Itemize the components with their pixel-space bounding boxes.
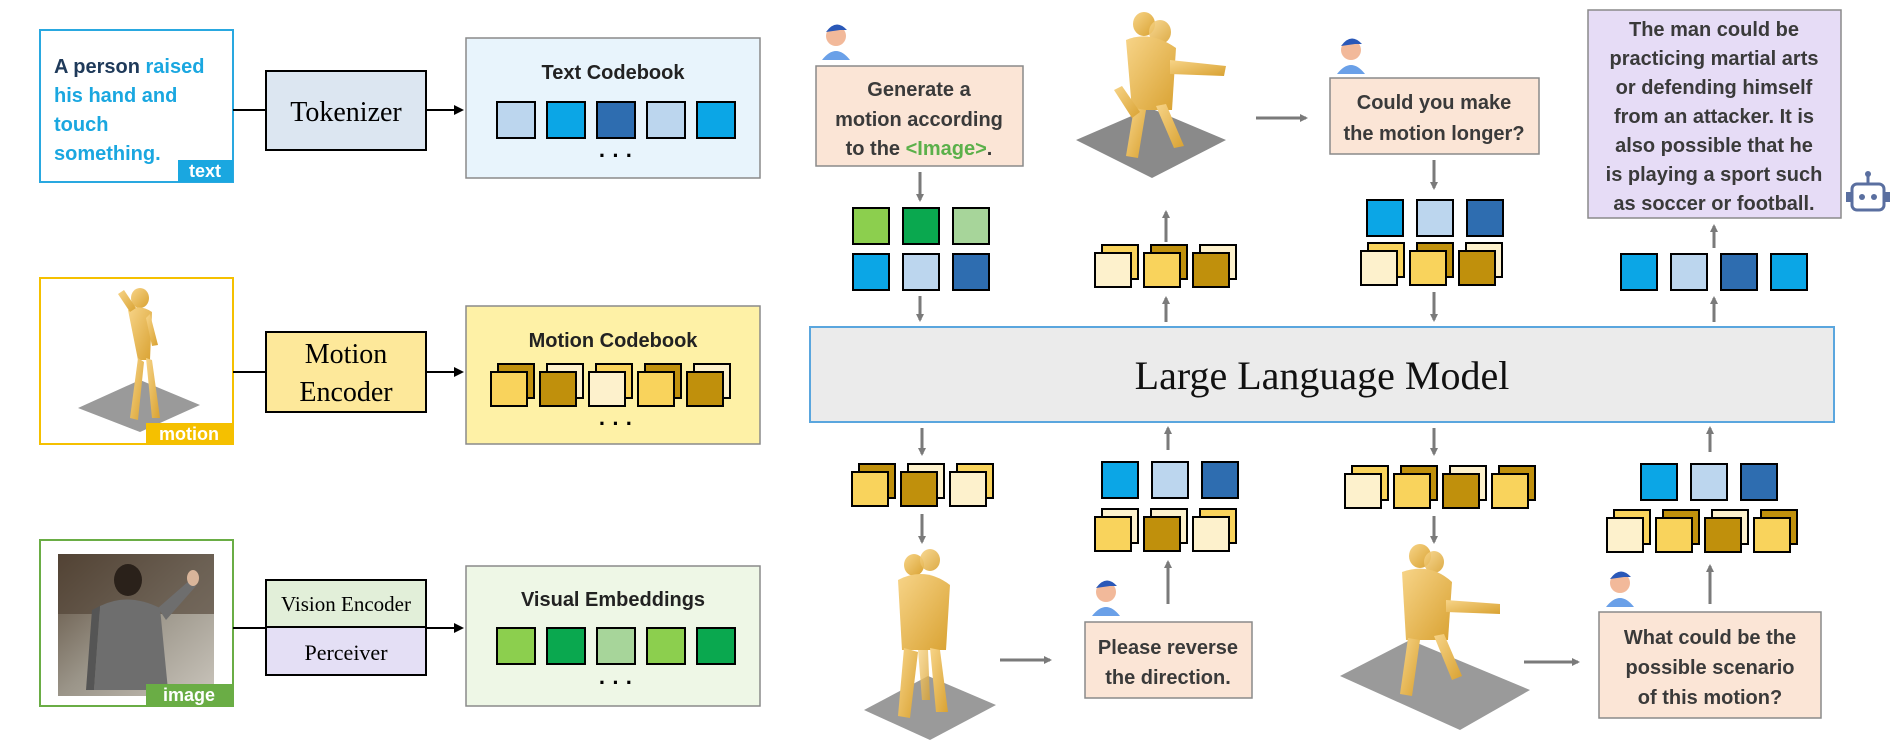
svg-text:Tokenizer: Tokenizer (290, 97, 402, 128)
svg-text:as soccer or football.: as soccer or football. (1613, 193, 1814, 215)
mixed-tokens-3 (1360, 199, 1504, 286)
robot-icon (1846, 171, 1890, 212)
motion-tokens-out-1 (851, 463, 994, 507)
svg-text:also possible that he: also possible that he (1615, 135, 1813, 157)
answer-text-tokens (1620, 253, 1808, 291)
motion-codebook: Motion Codebook · · · (465, 305, 761, 445)
mixed-tokens-1 (852, 207, 990, 291)
tokenizer-module: Tokenizer (265, 70, 427, 151)
assistant-answer: The man could be practicing martial arts… (1587, 9, 1842, 219)
image-input-card: image (39, 539, 234, 707)
svg-text:· · ·: · · · (599, 670, 633, 695)
mixed-tokens-4 (1606, 463, 1798, 553)
visual-embeddings: Visual Embeddings · · · (465, 565, 761, 707)
user-prompt-longer: Could you make the motion longer? (1329, 77, 1540, 155)
svg-text:What could be the: What could be the (1624, 627, 1796, 649)
svg-text:Please reverse: Please reverse (1098, 637, 1238, 659)
generated-motion-2 (1076, 12, 1226, 178)
svg-text:· · ·: · · · (599, 143, 633, 168)
svg-text:the motion longer?: the motion longer? (1343, 123, 1524, 145)
motion-tag: motion (159, 424, 219, 444)
user-prompt-reverse: Please reverse the direction. (1084, 621, 1253, 699)
svg-text:Motion: Motion (305, 339, 387, 370)
svg-text:or defending himself: or defending himself (1616, 77, 1813, 99)
svg-text:is playing a sport such: is playing a sport such (1606, 164, 1823, 186)
svg-text:possible scenario: possible scenario (1626, 657, 1795, 679)
user-icon (1092, 580, 1120, 616)
svg-text:Encoder: Encoder (299, 377, 393, 408)
svg-text:The man could be: The man could be (1629, 19, 1799, 41)
vision-encoder-module: Vision Encoder (265, 579, 427, 628)
motion-tokens-in-2 (1094, 244, 1237, 288)
svg-text:touch: touch (54, 114, 108, 136)
photo-thumbnail (58, 554, 214, 696)
svg-text:motion according: motion according (835, 109, 1003, 131)
svg-text:· · ·: · · · (599, 411, 633, 436)
text-codebook: Text Codebook · · · (465, 37, 761, 179)
mixed-tokens-2 (1094, 461, 1239, 552)
image-tag: image (163, 685, 215, 705)
text-tag: text (189, 161, 221, 181)
motion-tokens-out-3 (1344, 465, 1536, 509)
motion-figure-icon (118, 288, 160, 420)
text-input-card: A person raised his hand and touch somet… (39, 29, 234, 183)
llm-block: Large Language Model (809, 326, 1835, 423)
user-icon (822, 24, 850, 60)
svg-text:A person raised: A person raised (54, 56, 204, 78)
user-icon (1337, 38, 1365, 74)
generated-motion-3 (1340, 544, 1530, 730)
svg-text:Visual Embeddings: Visual Embeddings (521, 589, 705, 611)
svg-text:Perceiver: Perceiver (304, 640, 388, 665)
motion-input-card: motion (39, 277, 234, 445)
svg-text:from an attacker. It is: from an attacker. It is (1614, 106, 1814, 128)
svg-text:the direction.: the direction. (1105, 667, 1231, 689)
svg-text:his hand and: his hand and (54, 85, 177, 107)
svg-text:to the <Image>.: to the <Image>. (846, 138, 993, 160)
svg-text:Large Language Model: Large Language Model (1135, 353, 1510, 398)
svg-text:Text Codebook: Text Codebook (542, 62, 686, 84)
user-prompt-generate: Generate a motion according to the <Imag… (815, 65, 1024, 167)
perceiver-module: Perceiver (265, 626, 427, 676)
svg-text:practicing martial arts: practicing martial arts (1610, 48, 1819, 70)
user-prompt-scenario: What could be the possible scenario of t… (1598, 611, 1822, 719)
user-icon (1606, 571, 1634, 607)
svg-text:something.: something. (54, 143, 161, 165)
svg-text:of this motion?: of this motion? (1638, 687, 1782, 709)
generated-motion-1 (864, 549, 996, 740)
svg-text:Motion Codebook: Motion Codebook (529, 330, 699, 352)
svg-text:Vision Encoder: Vision Encoder (281, 592, 411, 616)
svg-text:Could you make: Could you make (1357, 92, 1511, 114)
svg-text:Generate a: Generate a (867, 79, 971, 101)
motion-encoder-module: Motion Encoder (265, 331, 427, 413)
